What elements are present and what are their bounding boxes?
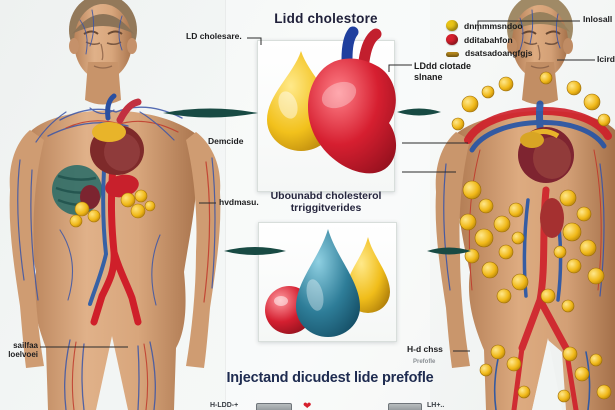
- legend-caption-line2: slnane: [414, 72, 443, 83]
- label-sailfaa: sailfaa loelvoei: [0, 341, 38, 359]
- triglycerides-card: [258, 222, 397, 342]
- bottom-legend-swatch-2: [388, 403, 422, 410]
- left-figure-vessels: [17, 9, 216, 410]
- label-prefofle-small: Prefofle: [413, 359, 436, 365]
- cholesterol-deposits: [451, 71, 612, 403]
- label-demcide: Demcide: [208, 136, 244, 146]
- label-ld-cholesare: LD cholesare.: [186, 31, 242, 41]
- legend-label-2: dditabahfon: [464, 34, 513, 45]
- legend-row-1: dnmmmsndoo: [446, 20, 533, 31]
- bottom-legend-left-text: H-LDD-+: [210, 402, 239, 409]
- ldl-cholesterol-card: [257, 26, 397, 192]
- label-sailfaa-line1: sailfaa: [13, 341, 38, 350]
- left-anatomy-figure: [9, 0, 221, 410]
- heart-icon: ❤: [303, 401, 312, 410]
- legend-yellow-dot-icon: [446, 20, 458, 31]
- label-inlosall: Inlosall: [583, 14, 613, 24]
- label-hvdmasu: hvdmasu.: [219, 197, 259, 207]
- label-sailfaa-line2: loelvoei: [8, 350, 38, 360]
- bottom-legend-strip: H-LDD-+ ❤ LH+..: [0, 402, 615, 410]
- legend-row-2: dditabahfon: [446, 34, 533, 45]
- mid-title-line2: trriggitverides: [290, 201, 362, 214]
- label-icird: Icird: [597, 54, 615, 64]
- right-anatomy-figure: [435, 0, 615, 410]
- bottom-caption: Injectand dicudest lide prefofle: [226, 370, 434, 386]
- droplet-trio-icon: [265, 229, 390, 337]
- legend-olive-dash-icon: [446, 51, 459, 57]
- label-hd-chss: H-d chss: [407, 344, 443, 354]
- right-figure-organs: [518, 127, 574, 238]
- legend-red-dot-icon: [446, 34, 458, 45]
- lipid-legend: dnmmmsndoo dditabahfon dsatsadoangfgjs: [446, 20, 533, 61]
- bottom-legend-right-text: LH+..: [427, 402, 445, 409]
- legend-label-3: dsatsadoangfgjs: [465, 48, 533, 58]
- left-figure-organs: [52, 93, 156, 326]
- legend-caption-line1: LDdd clotade: [414, 61, 472, 71]
- top-panel-title: Lidd cholestore: [274, 11, 378, 26]
- legend-caption: LDdd clotade slnane: [414, 61, 471, 84]
- heart-organ-icon: [308, 26, 397, 174]
- legend-row-3: dsatsadoangfgjs: [446, 48, 533, 58]
- mid-panel-title: Ubounabd cholesterol trriggitverides: [246, 190, 406, 214]
- legend-label-1: dnmmmsndoo: [464, 20, 523, 31]
- bottom-legend-swatch-1: [256, 403, 292, 410]
- mid-title-line1: Ubounabd cholesterol: [270, 190, 382, 202]
